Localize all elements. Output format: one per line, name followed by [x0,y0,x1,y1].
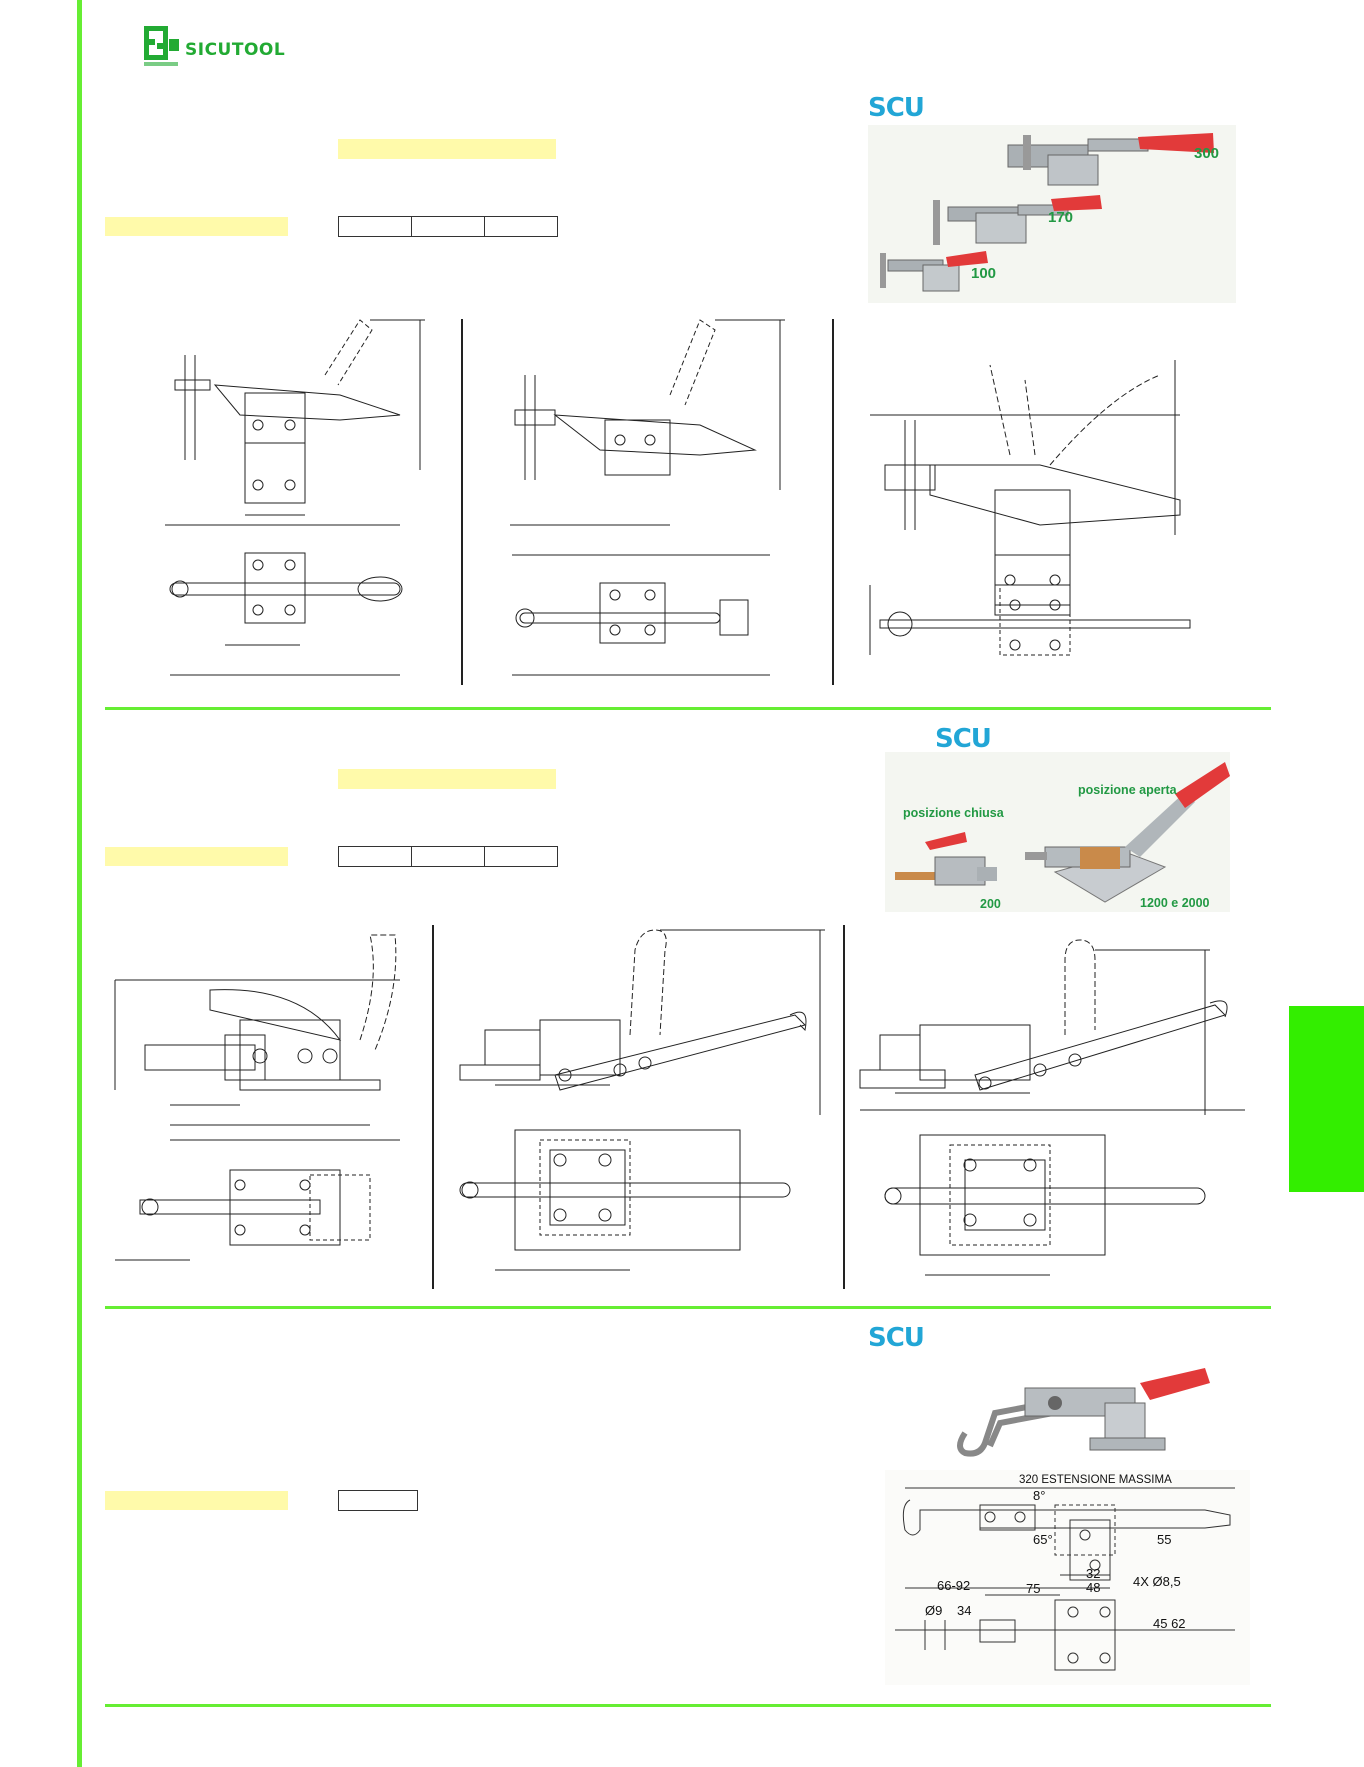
dim-label: 65° [1033,1532,1053,1547]
column-divider [461,319,463,685]
position-label: posizione chiusa [903,806,1004,820]
technical-drawing-hook-clamp: 320 ESTENSIONE MASSIMA 8° 65° 55 66-92 7… [885,1470,1250,1685]
column-divider [832,319,834,685]
column-divider [843,925,845,1289]
model-label: 100 [971,265,997,282]
dim-label: 34 [957,1603,972,1618]
technical-drawing-push-pull-clamp [110,930,420,1280]
highlight-bar [338,769,556,789]
model-label: 200 [980,897,1001,911]
spec-table [338,216,558,237]
dim-label: Ø9 [925,1603,943,1618]
hook-clamp-photo-illustration [957,1368,1210,1457]
dim-label: 320 ESTENSIONE MASSIMA [1019,1474,1172,1486]
table-cell [485,217,557,236]
dim-label: 8° [1033,1488,1046,1503]
section-divider [105,1704,1271,1707]
section-divider [105,707,1271,710]
highlight-bar [105,847,288,866]
dim-label: 48 [1086,1580,1101,1595]
table-cell [339,217,412,236]
brand-name: SICUTOOL [185,40,286,60]
highlight-bar [105,1491,288,1510]
highlight-bar [338,139,556,159]
sicutool-logo-icon [144,26,179,66]
product-photo [955,1358,1215,1458]
table-cell [339,1491,417,1510]
highlight-bar [105,217,288,236]
dim-label: 55 [1157,1532,1172,1547]
scu-logo: SCU [935,724,992,754]
spec-table [338,846,558,867]
dim-label: 45 62 [1153,1616,1186,1631]
table-cell [339,847,412,866]
table-cell [412,217,485,236]
product-photo: posizione chiusa posizione aperta 200 12… [885,752,1230,912]
scu-logo: SCU [868,93,925,123]
scu-logo: SCU [868,1323,925,1353]
table-cell [485,847,557,866]
column-divider [432,925,434,1289]
dim-label: 75 [1026,1581,1041,1596]
push-pull-clamp-photo-illustration [895,762,1230,903]
table-cell [412,847,485,866]
model-label: 1200 e 2000 [1140,896,1210,910]
technical-drawing-push-pull-clamp-large [855,935,1245,1285]
technical-drawing-push-pull-clamp [455,925,835,1285]
product-photo: 300 170 100 [868,125,1236,303]
dim-label: 4X Ø8,5 [1133,1574,1181,1589]
technical-drawing-horizontal-clamp [500,315,800,685]
technical-drawing-horizontal-clamp [160,315,430,685]
dim-label: 66-92 [937,1578,971,1593]
section-divider [105,1306,1271,1309]
dim-label: 32 [1086,1566,1101,1581]
model-label: 300 [1194,145,1220,162]
hook-clamp-dimension-drawing [895,1487,1235,1671]
technical-drawing-heavy-horizontal-clamp [860,355,1220,685]
clamp-photo-illustration [880,133,1214,292]
model-label: 170 [1048,209,1074,226]
brand-logo[interactable]: SICUTOOL [143,25,353,69]
position-label: posizione aperta [1078,783,1177,797]
left-margin-rule [77,0,82,1767]
spec-table [338,1490,418,1511]
catalog-section-tab[interactable] [1289,1006,1364,1192]
